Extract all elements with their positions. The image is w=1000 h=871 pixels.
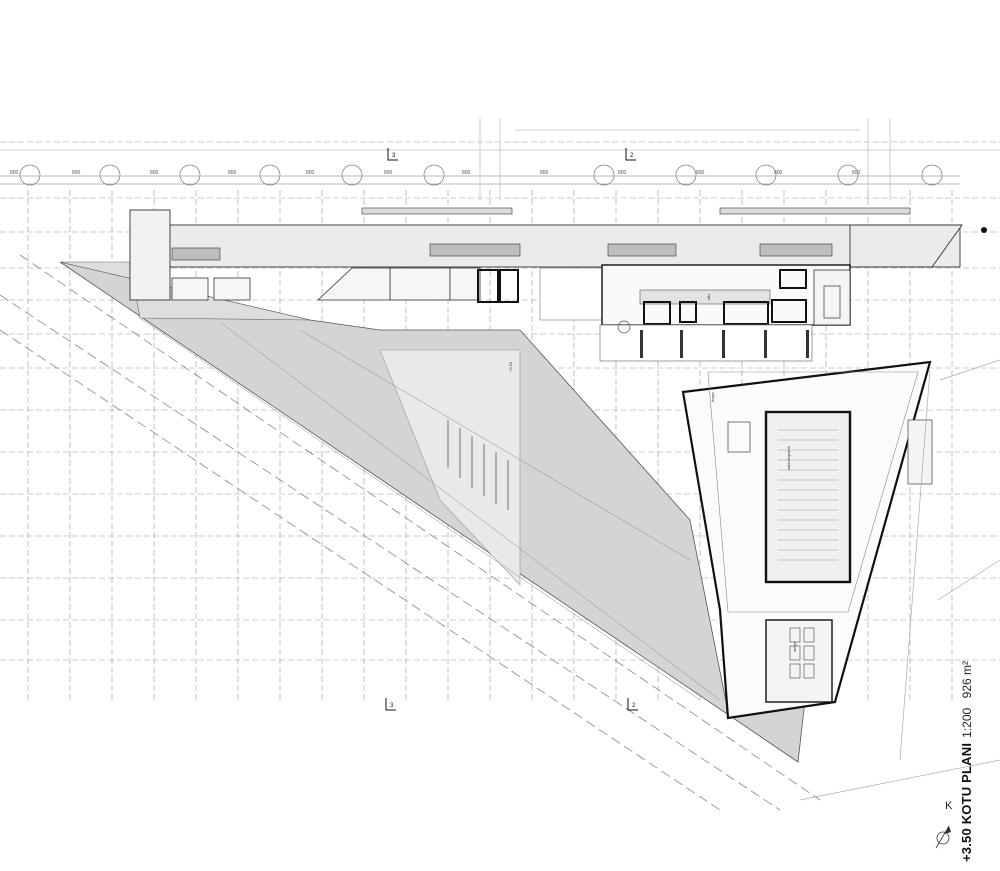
section-marker-bottom-right: 2 (632, 703, 636, 709)
auditorium-hall (764, 410, 852, 584)
elevation-label: +3.50 (508, 361, 513, 372)
foyer-label: fuaye (710, 391, 715, 402)
escalators (171, 207, 911, 261)
ramp-steps (447, 420, 509, 510)
dim-label: 800 (774, 170, 783, 176)
drawing-title: +3.50 KOTU PLANI (959, 742, 974, 862)
dim-label: 800 (306, 170, 315, 176)
street-trees (19, 164, 943, 186)
dim-label: 800 (72, 170, 81, 176)
building-bar-east (849, 224, 963, 268)
dim-label: 800 (150, 170, 159, 176)
east-road-lines (799, 359, 1000, 801)
drawing-area: 926 m² (960, 661, 974, 699)
plaza-light-zone (379, 349, 521, 586)
top-dimension-labels: 800 800 800 800 800 800 800 800 800 800 … (10, 170, 861, 176)
workshop-tables (789, 627, 815, 679)
dim-label: 800 (384, 170, 393, 176)
auditorium-wing-inner (707, 371, 919, 613)
site-boundary-lines (0, 118, 1000, 200)
dim-label: 800 (852, 170, 861, 176)
terrace-columns (640, 330, 809, 358)
drawing-scale: 1:200 (960, 707, 974, 738)
title-rotated: +3.50 KOTU PLANI 1:200 926 m² (958, 661, 976, 862)
section-marker-bottom-left: 3 (390, 703, 394, 709)
plaza-fan-lines (139, 317, 721, 701)
section-marker-top-right: 2 (630, 153, 634, 159)
dim-label: 800 (10, 170, 19, 176)
section-marker-top-left: 3 (392, 153, 396, 159)
north-arrow-icon (935, 825, 951, 849)
dim-label: 800 (618, 170, 627, 176)
west-wedge-room (316, 267, 391, 301)
sloped-plaza (59, 261, 806, 763)
stair-core-west (477, 269, 519, 303)
west-rooms (171, 267, 481, 301)
building-bar (129, 224, 961, 268)
terrace (599, 324, 813, 362)
axis-marker-dot (981, 227, 987, 233)
section-marker-lines (385, 148, 638, 711)
light-court (539, 267, 603, 321)
dim-label: 800 (696, 170, 705, 176)
workshop-label: atölye (792, 641, 797, 652)
north-arrow-label: K (945, 800, 953, 812)
meeting-table-room (813, 269, 851, 326)
round-column (617, 320, 631, 334)
stair-east (727, 421, 751, 453)
east-annex (907, 419, 933, 485)
dim-label: 800 (462, 170, 471, 176)
dim-label: 800 (540, 170, 549, 176)
central-cores (643, 269, 807, 325)
central-circulation (639, 289, 771, 305)
north-arrow: K (930, 800, 958, 860)
building-west-block (129, 209, 171, 301)
meeting-table (823, 285, 841, 319)
auditorium-seating (778, 429, 838, 561)
workshop-room (765, 619, 833, 703)
office-label: ofis (706, 294, 711, 300)
diagonal-site-edges (0, 254, 821, 811)
dim-label: 800 (228, 170, 237, 176)
auditorium-label: salon/toplantı (786, 446, 791, 470)
